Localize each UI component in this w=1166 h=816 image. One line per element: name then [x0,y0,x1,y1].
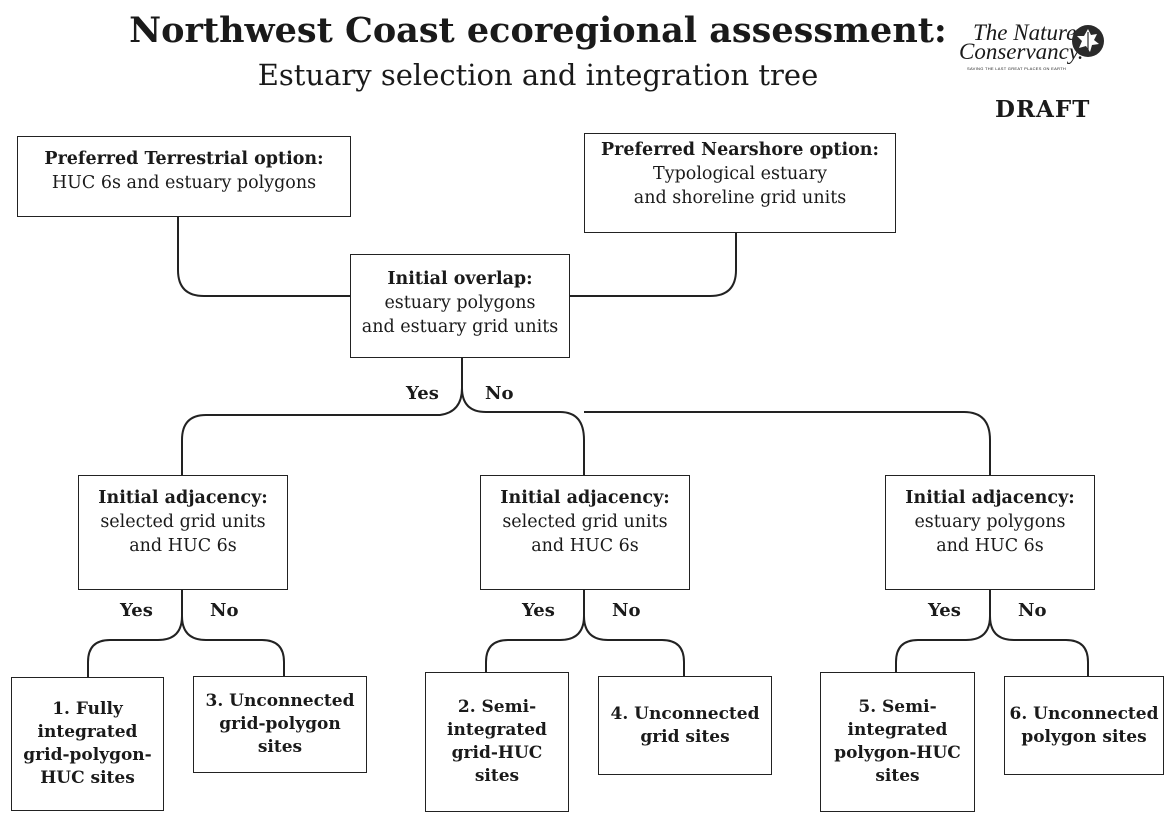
adj-mid-line1: selected grid units [502,512,668,532]
adjacency-mid-box: Initial adjacency: selected grid units a… [480,475,690,590]
result-line: grid-polygon- [23,745,152,765]
result-4-unconnected-grid: 4. Unconnected grid sites [598,676,772,775]
right-no-label: No [1018,600,1047,621]
diagram-title: Northwest Coast ecoregional assessment: [0,10,1166,51]
result-line: 2. Semi- [457,697,537,717]
overlap-line2: and estuary grid units [361,317,559,337]
result-5-semi-integrated-polygon-huc: 5. Semi- integrated polygon-HUC sites [820,672,975,812]
overlap-yes-label: Yes [406,383,439,404]
adj-left-heading: Initial adjacency: [98,488,268,508]
mid-yes-label: Yes [522,600,555,621]
adj-right-line1: estuary polygons [914,512,1066,532]
left-yes-label: Yes [120,600,153,621]
result-line: sites [875,766,920,786]
title-text: Northwest Coast ecoregional assessment: [129,10,947,51]
result-line: 5. Semi- [858,697,937,717]
result-line: integrated [847,720,948,740]
connector-overlap-yes [181,357,463,475]
nearshore-heading: Preferred Nearshore option: [601,140,879,160]
result-line: sites [474,766,520,786]
diagram-subtitle: Estuary selection and integration tree [0,58,1166,92]
logo-line1: The Nature [973,20,1077,45]
result-line: integrated [447,720,547,740]
result-line: integrated [37,722,138,742]
adj-mid-heading: Initial adjacency: [500,488,670,508]
connector-overlap-no [461,387,991,475]
terrestrial-option-box: Preferred Terrestrial option: HUC 6s and… [17,136,351,217]
mid-no-label: No [612,600,641,621]
result-line: 4. Unconnected [610,703,760,724]
result-line: polygon-HUC [834,743,961,763]
connector-nearshore-overlap [570,233,737,297]
result-line: 1. Fully [52,699,123,719]
connector-left-split [87,590,285,678]
adj-left-line2: and HUC 6s [129,536,237,556]
result-1-fully-integrated: 1. Fully integrated grid-polygon- HUC si… [11,677,164,811]
result-line: sites [257,737,303,757]
result-line: grid-HUC [451,743,543,763]
result-line: polygon sites [1021,726,1147,747]
nearshore-option-box: Preferred Nearshore option: Typological … [584,133,896,233]
result-line: grid sites [640,726,730,747]
adj-right-line2: and HUC 6s [936,536,1044,556]
subtitle-text: Estuary selection and integration tree [257,58,819,92]
draft-label: DRAFT [995,96,1091,123]
oak-leaf-icon [1072,25,1104,57]
terrestrial-line1: HUC 6s and estuary polygons [51,173,317,193]
initial-overlap-box: Initial overlap: estuary polygons and es… [350,254,570,358]
overlap-heading: Initial overlap: [387,269,533,289]
result-6-unconnected-polygon: 6. Unconnected polygon sites [1004,676,1164,775]
left-no-label: No [210,600,239,621]
terrestrial-heading: Preferred Terrestrial option: [44,149,324,169]
result-3-unconnected-grid-polygon: 3. Unconnected grid-polygon sites [193,676,367,773]
nearshore-line2: and shoreline grid units [633,188,847,208]
nature-conservancy-logo: The Nature Conservancy. SAVING THE LAST … [955,20,1115,80]
nearshore-line1: Typological estuary [653,164,827,184]
result-line: grid-polygon [219,714,341,734]
result-line: HUC sites [40,768,135,788]
adj-left-line1: selected grid units [100,512,266,532]
adj-mid-line2: and HUC 6s [531,536,639,556]
logo-line2: Conservancy. [959,39,1084,64]
connector-mid-split [485,590,685,676]
adj-right-heading: Initial adjacency: [905,488,1075,508]
result-line: 6. Unconnected [1009,703,1159,724]
adjacency-right-box: Initial adjacency: estuary polygons and … [885,475,1095,590]
right-yes-label: Yes [928,600,961,621]
overlap-no-label: No [485,383,514,404]
result-2-semi-integrated-grid-huc: 2. Semi- integrated grid-HUC sites [425,672,569,812]
connector-terrestrial-overlap [177,217,350,297]
logo-tagline: SAVING THE LAST GREAT PLACES ON EARTH [967,66,1067,71]
result-line: 3. Unconnected [205,691,355,711]
connector-right-split [895,590,1089,676]
adjacency-left-box: Initial adjacency: selected grid units a… [78,475,288,590]
overlap-line1: estuary polygons [384,293,536,313]
